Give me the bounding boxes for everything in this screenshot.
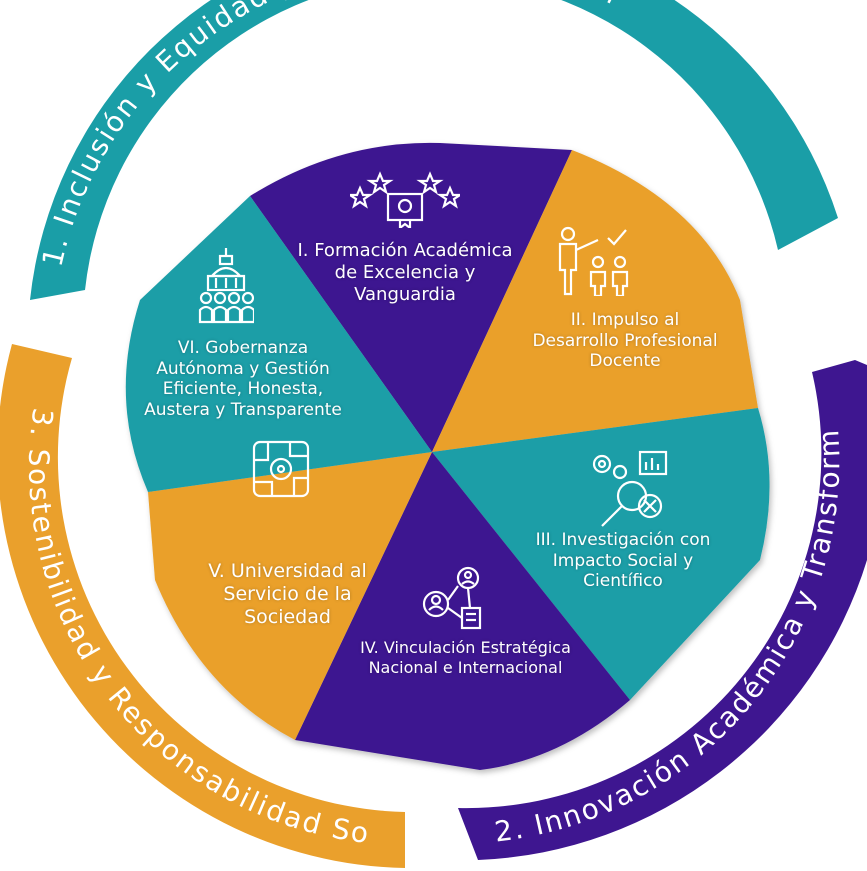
segment-III-label: III. Investigación con Impacto Social y … (535, 530, 711, 592)
ring-band-2 (458, 360, 867, 860)
segment-VI (125, 196, 433, 492)
segment-I (250, 142, 572, 452)
segment-V-label: V. Universidad al Servicio de la Socieda… (208, 560, 367, 629)
research-gears-icon (588, 450, 670, 528)
segment-III (432, 408, 770, 700)
ring-band-3 (0, 344, 405, 868)
network-people-icon (422, 566, 494, 632)
segment-IV-label: IV. Vinculación Estratégica Nacional e I… (360, 638, 571, 677)
segment-V (148, 452, 432, 740)
government-people-icon (198, 246, 254, 324)
segment-VI-label: VI. Gobernanza Autónoma y Gestión Eficie… (144, 338, 342, 421)
hands-circle-icon (250, 438, 312, 500)
teacher-presentation-icon (558, 226, 632, 296)
certificate-stars-icon (350, 166, 460, 228)
segment-II-label: II. Impulso al Desarrollo Profesional Do… (532, 310, 718, 372)
segment-II (432, 150, 758, 452)
segment-I-label: I. Formación Académica de Excelencia y V… (297, 240, 513, 305)
